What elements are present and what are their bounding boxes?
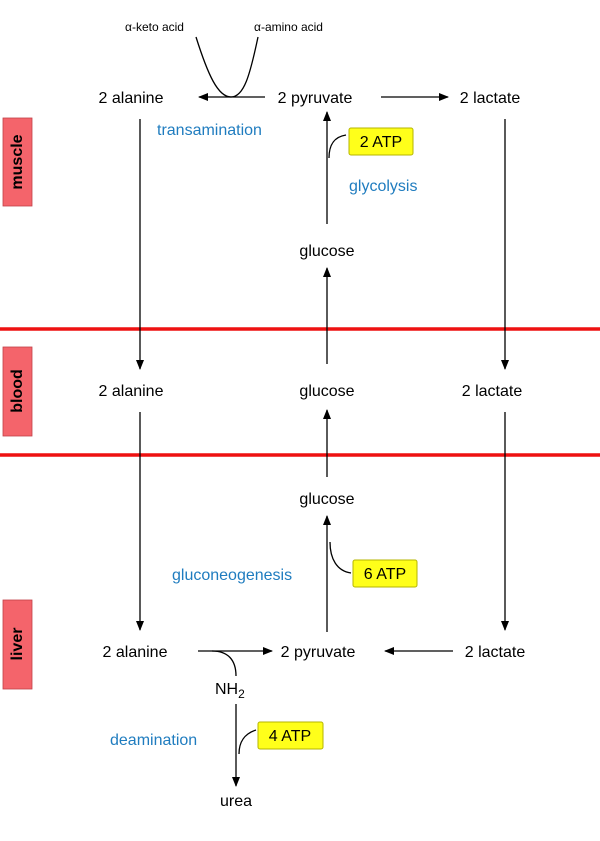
section-label-muscle: muscle bbox=[2, 117, 33, 207]
section-box-liver bbox=[2, 599, 33, 690]
alpha-amino-acid-label: α-amino acid bbox=[254, 20, 323, 34]
muscle-atp-badge: 2 ATP bbox=[348, 127, 414, 156]
deamination-atp-connector bbox=[238, 729, 257, 755]
muscle-alanine: 2 alanine bbox=[99, 90, 164, 107]
deamination-branch-curve bbox=[211, 650, 237, 677]
transamination-label: transamination bbox=[157, 122, 262, 139]
muscle-atp-box bbox=[348, 127, 414, 156]
liver-lactate: 2 lactate bbox=[465, 644, 526, 661]
deamination-atp-text: 4 ATP bbox=[269, 728, 311, 745]
section-label-blood: blood bbox=[2, 346, 33, 437]
muscle-pyruvate: 2 pyruvate bbox=[278, 90, 353, 107]
muscle-atp-text: 2 ATP bbox=[360, 134, 402, 151]
nh2-label: NH2 bbox=[215, 681, 245, 701]
urea-label: urea bbox=[220, 793, 252, 810]
deamination-atp-badge: 4 ATP bbox=[257, 721, 324, 750]
section-label-liver: liver bbox=[2, 599, 33, 690]
transamination-curve bbox=[195, 36, 259, 98]
section-box-blood bbox=[2, 346, 33, 437]
deamination-atp-box bbox=[257, 721, 324, 750]
blood-alanine: 2 alanine bbox=[99, 383, 164, 400]
gluconeogenesis-label: gluconeogenesis bbox=[172, 567, 292, 584]
section-text-blood: blood bbox=[9, 369, 26, 413]
liver-alanine: 2 alanine bbox=[103, 644, 168, 661]
muscle-lactate: 2 lactate bbox=[460, 90, 521, 107]
liver-pyruvate: 2 pyruvate bbox=[281, 644, 356, 661]
liver-glucose: glucose bbox=[299, 491, 354, 508]
gluconeogenesis-atp-text: 6 ATP bbox=[364, 566, 406, 583]
glycolysis-label: glycolysis bbox=[349, 178, 417, 195]
muscle-glucose: glucose bbox=[299, 243, 354, 260]
gluconeogenesis-atp-badge: 6 ATP bbox=[352, 559, 418, 588]
section-box-muscle bbox=[2, 117, 33, 207]
deamination-label: deamination bbox=[110, 732, 197, 749]
alpha-keto-acid-label: α-keto acid bbox=[125, 20, 184, 34]
gluconeogenesis-atp-connector bbox=[329, 541, 352, 574]
muscle-atp-connector bbox=[328, 134, 347, 159]
blood-glucose: glucose bbox=[299, 383, 354, 400]
blood-lactate: 2 lactate bbox=[462, 383, 523, 400]
gluconeogenesis-atp-box bbox=[352, 559, 418, 588]
section-text-muscle: muscle bbox=[9, 134, 26, 189]
section-text-liver: liver bbox=[9, 628, 26, 661]
